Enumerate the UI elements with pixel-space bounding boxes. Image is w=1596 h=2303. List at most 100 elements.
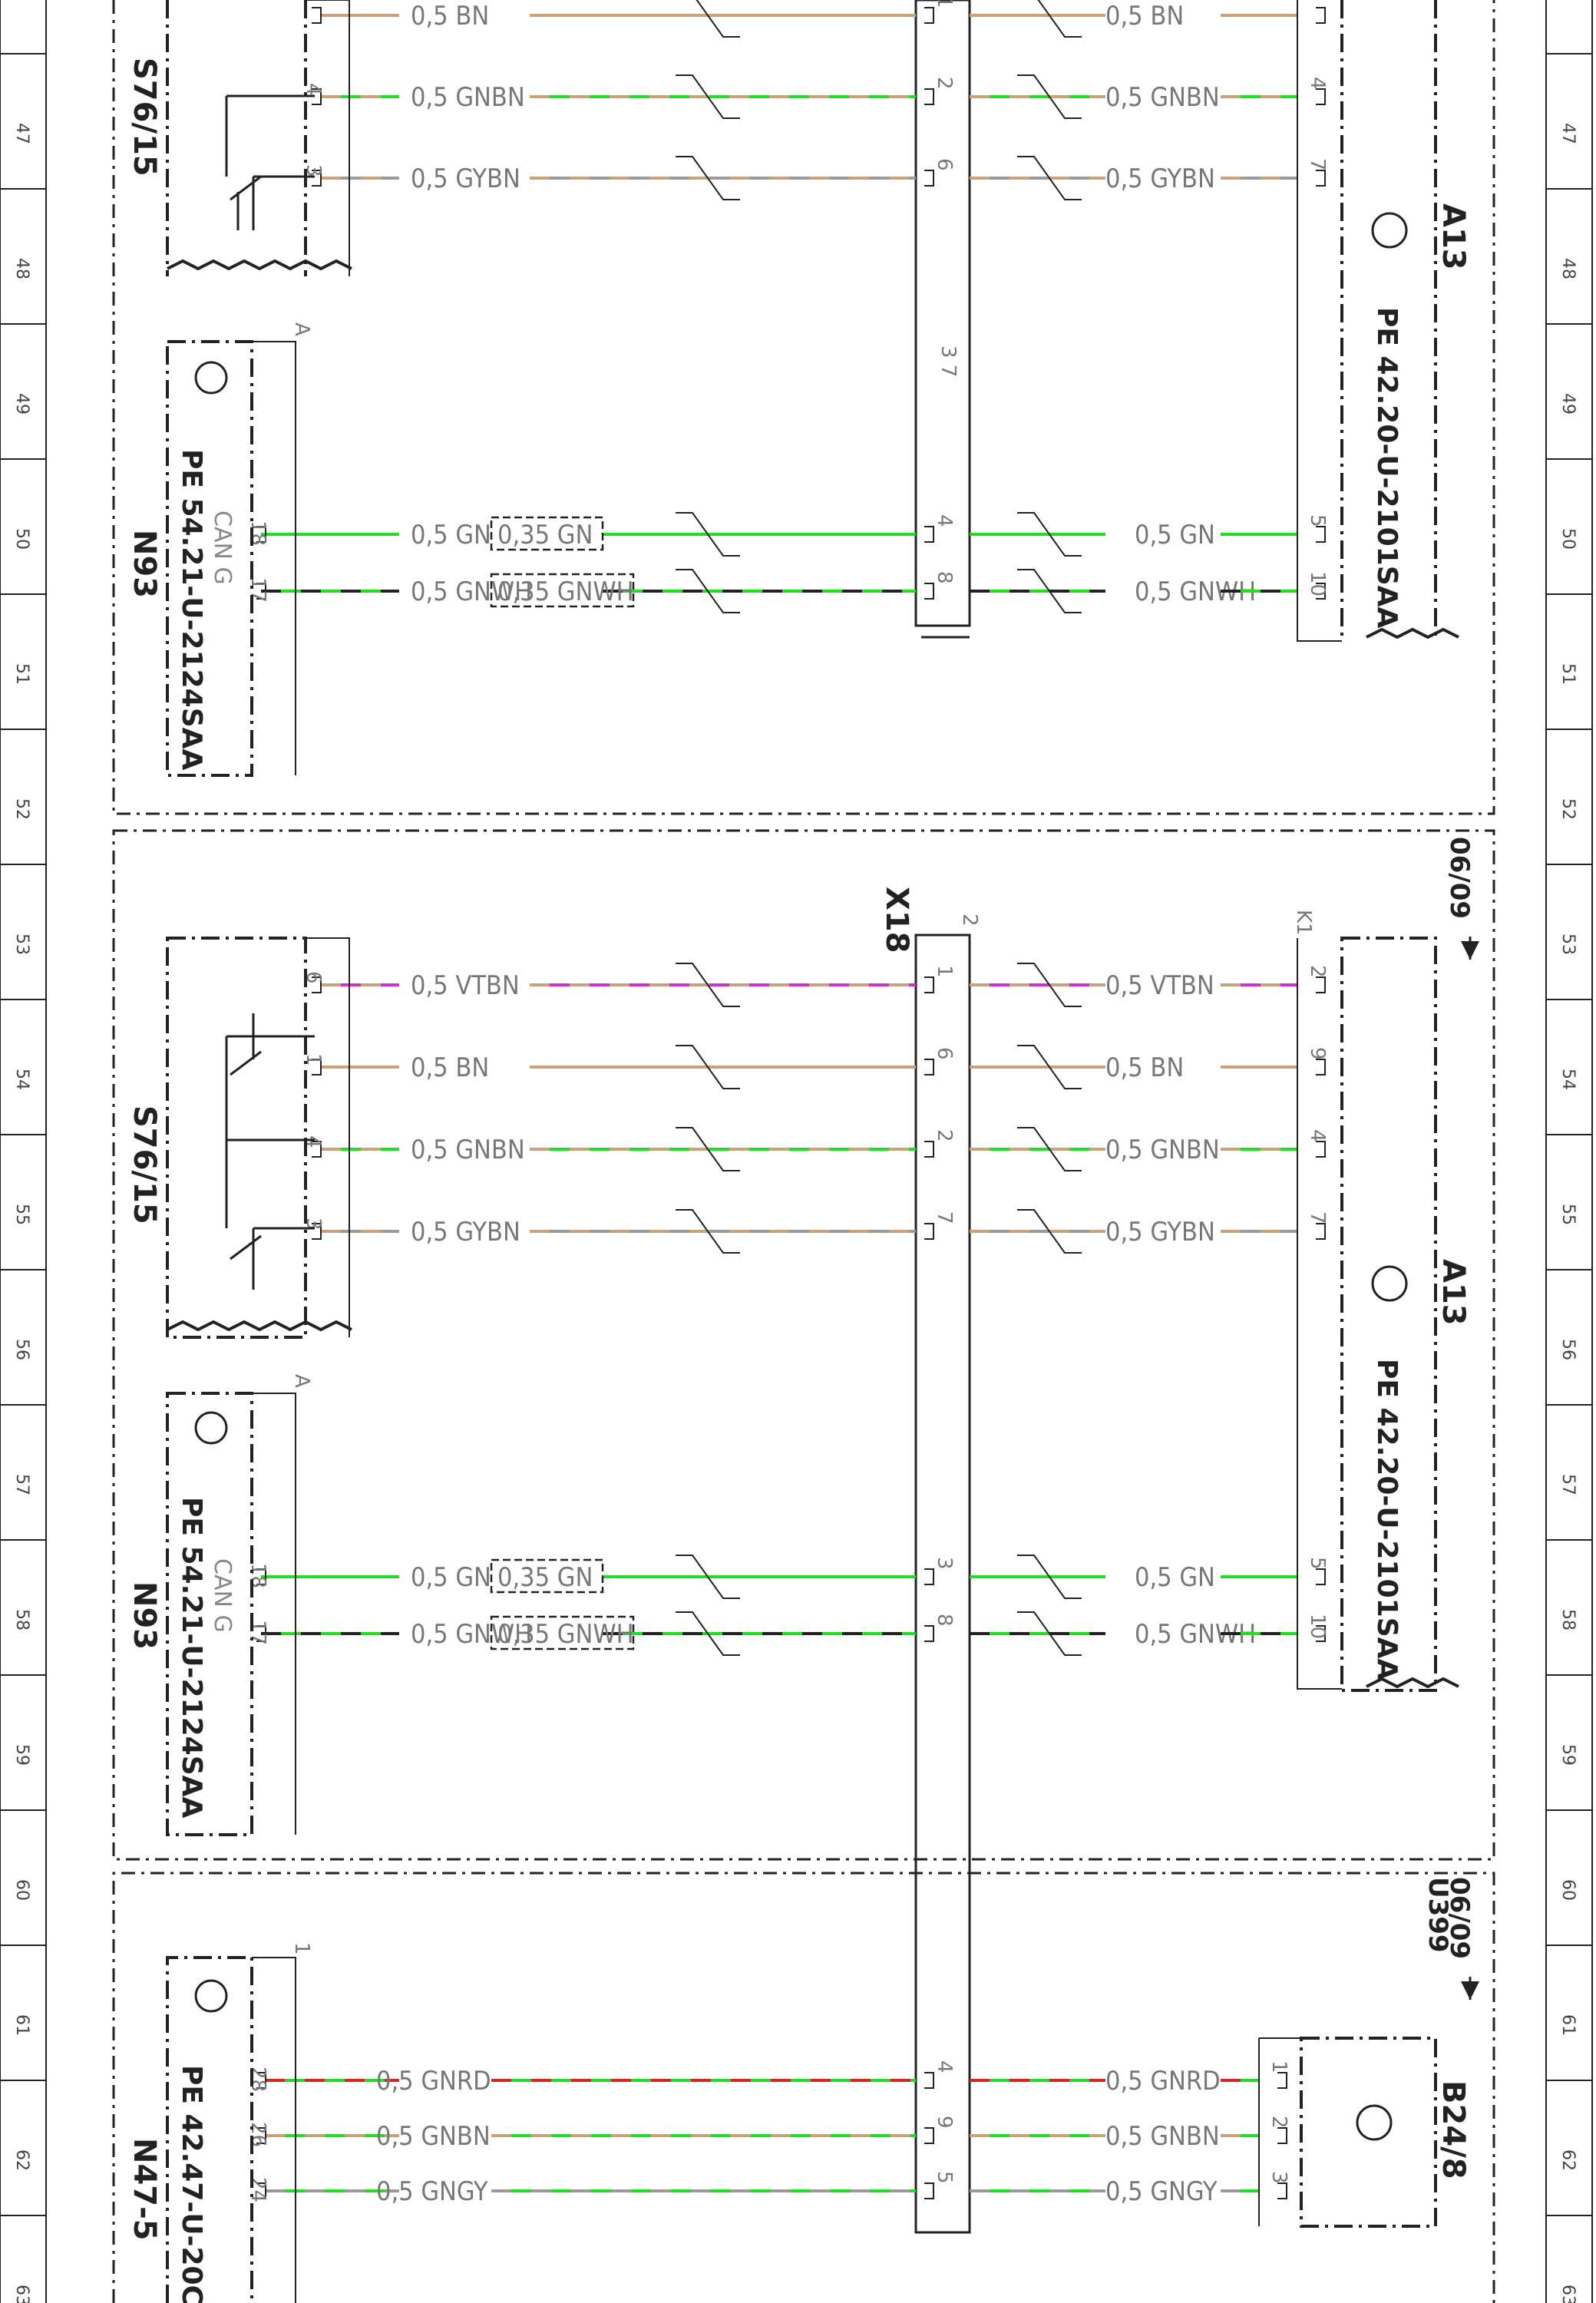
pin-marker [256, 1568, 266, 1585]
twist-mark [1017, 1209, 1082, 1254]
wire-label-left: 0,5 GNRD [376, 2066, 491, 2096]
wire-label-inner: 0,35 GNWH [497, 1619, 634, 1650]
ruler-number: 54 [12, 1069, 31, 1090]
x18-pin-number: 9 [933, 2116, 956, 2129]
left-pin-number: 6 [302, 971, 325, 984]
right-pin-number: 2 [1267, 2116, 1290, 2129]
ruler-number: 55 [1558, 1204, 1578, 1225]
x18-pin-top: 2 [958, 914, 981, 927]
wire-row: 0,5 GNRD 0,5 GNRD 28 4 1 [246, 2060, 1290, 2096]
inner-box [490, 1558, 604, 1594]
ruler-number: 52 [12, 798, 31, 820]
x18-pins-s1: 3 7 [937, 345, 960, 377]
pin-marker [256, 1625, 266, 1642]
twist-mark [676, 1611, 740, 1656]
x18-pin-number: 7 [933, 1211, 956, 1224]
right-pin-number: 9 [1306, 1047, 1329, 1060]
wire-label-left: 0,5 GYBN [411, 1217, 520, 1247]
wire-label-right: 0,5 GNBN [1105, 82, 1220, 113]
k1-label: K1 [1292, 910, 1315, 936]
wire-label-right: 0,5 BN [1105, 1, 1184, 31]
twist-mark [1017, 569, 1082, 613]
n47-ref: PE 42.47-U-20C [176, 2065, 207, 2303]
twist-mark [1017, 1555, 1082, 1599]
right-pin-number: 1 [1267, 2060, 1290, 2073]
pin-marker [1316, 1059, 1326, 1076]
ruler-number: 58 [1558, 1609, 1578, 1631]
section-1: S76/15 A PE 54.21-U-2124SAA CAN G N93 PE… [127, 0, 1471, 777]
left-pin-number: 18 [246, 1563, 269, 1588]
right-pin-number: 10 [1306, 1614, 1329, 1639]
left-pin-number: 4 [302, 1135, 325, 1148]
n93-module-a: A PE 54.21-U-2124SAA CAN G N93 [127, 322, 313, 777]
section-3: 06/09 U399 1 PE 42.47-U-20C N47-5 B24/8 [127, 1877, 1479, 2303]
wire-label-left: 0,5 BN [411, 1, 489, 31]
ruler-number: 58 [12, 1609, 31, 1631]
wire-label-left: 0,5 GNBN [411, 1135, 525, 1165]
ruler-number: 50 [1558, 528, 1578, 550]
twist-mark [676, 1209, 740, 1254]
wire-label-left: 0,5 GNWH [411, 1619, 532, 1650]
ruler-number: 53 [12, 933, 31, 955]
pin-marker [256, 2127, 266, 2144]
pin-marker [924, 1568, 934, 1585]
left-pin-number: 28 [246, 2067, 269, 2092]
pin-marker [1316, 1141, 1326, 1158]
n93-label-2: N93 [127, 1581, 162, 1650]
pin-marker [924, 1625, 934, 1642]
switch-label-2: S76/15 [127, 1105, 162, 1224]
wire-label-right: 0,5 VTBN [1105, 970, 1214, 1001]
ruler-number: 61 [1558, 2014, 1578, 2036]
wire-label-right: 0,5 GN [1135, 520, 1215, 550]
pin-marker [312, 1223, 322, 1240]
ruler-number: 62 [12, 2149, 31, 2171]
right-pin-number: 10 [1306, 571, 1329, 596]
ruler-number: 62 [1558, 2149, 1578, 2171]
ruler-number: 49 [1558, 393, 1578, 415]
pin-marker [1316, 1568, 1326, 1585]
n47-pin-1: 1 [290, 1942, 313, 1955]
pin-marker [312, 88, 322, 105]
b24-8-sensor: B24/8 [1258, 2037, 1471, 2228]
switch-label: S76/15 [127, 58, 162, 177]
ruler-number: 47 [1558, 123, 1578, 144]
wire-label-right: 0,5 GNBN [1105, 2121, 1220, 2152]
pin-marker [924, 1223, 934, 1240]
pin-marker [924, 2182, 934, 2199]
twist-mark [1017, 512, 1082, 557]
twist-mark [696, 0, 740, 38]
wire-label-right: 0,5 BN [1105, 1052, 1184, 1083]
twist-mark [676, 512, 740, 557]
wire-label-left: 0,5 VTBN [411, 970, 520, 1001]
wire-label-left: 0,5 GNBN [376, 2121, 491, 2152]
x18-pin-number: 5 [933, 2171, 956, 2184]
a13-label-2: A13 [1436, 1259, 1471, 1326]
ruler-number: 63 [12, 2285, 31, 2303]
twist-mark [1017, 74, 1082, 119]
wire-label-right: 0,5 GYBN [1105, 164, 1215, 194]
twist-mark [1017, 1127, 1082, 1171]
x18-pin-number: 1 [933, 965, 956, 978]
ruler-number: 60 [1558, 1879, 1578, 1901]
pin-marker [1277, 2072, 1287, 2089]
twist-mark [676, 74, 740, 119]
left-pin-number: 3 [302, 1218, 325, 1231]
wire-label-left: 0,5 GN [411, 520, 491, 550]
ruler-number: 57 [1558, 1474, 1578, 1495]
twist-mark [676, 1127, 740, 1171]
pin-marker [924, 2127, 934, 2144]
wire-label-right: 0,5 GNRD [1105, 2066, 1221, 2096]
x18-pin-number: 4 [933, 2060, 956, 2073]
n93-ref-2: PE 54.21-U-2124SAA [176, 1497, 207, 1818]
switch-s76-15-b: S76/15 [127, 937, 352, 1339]
x18-pin-number: 8 [933, 571, 956, 584]
ruler-number: 56 [12, 1339, 31, 1360]
pin-marker [924, 7, 934, 24]
